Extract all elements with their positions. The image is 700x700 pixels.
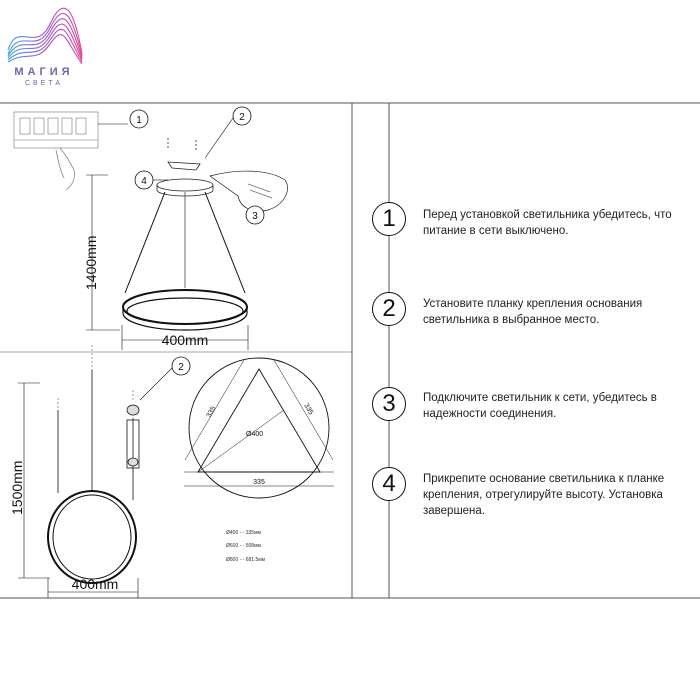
brand-subtitle: СВЕТА [24,80,64,87]
step-3-text: Подключите светильник к сети, убедитесь … [423,392,657,420]
callout-2 [232,106,252,126]
height-label-bottom: 1500mm [9,461,25,515]
step-1-number: 1 [372,202,406,236]
chord-label-right: 335 [302,403,314,417]
callout-2-bottom-label: 2 [178,362,184,373]
step-2-text: Установите планку крепления основания св… [423,298,643,326]
note-400: Ø400 - - 335мм [226,530,262,536]
width-label-bottom: 400mm [72,576,119,592]
mounting-bracket-icon [156,138,214,197]
ring-lamp-side [47,490,137,584]
callout-3 [245,205,265,225]
suspension-cables [124,191,246,294]
callout-4-label: 4 [141,176,147,187]
step-1-text: Перед установкой светильника убедитесь, … [423,209,672,237]
frame-lines [0,102,700,599]
mounting-template-diagram [184,357,334,499]
callout-1 [129,109,149,129]
step-3-number: 3 [372,387,406,421]
diameter-label: Ø400 [246,431,263,438]
height-label-top: 1400mm [83,236,99,290]
junction-box-icon [13,111,99,149]
hand-icon [55,147,75,191]
note-800: Ø800 - - 681.5мм [226,557,266,563]
brand-logo-icon [7,7,83,65]
dimension-lines-bottom [18,382,139,598]
chord-label-left: 335 [206,405,218,419]
step-4-text: Прикрепите основание светильника к планк… [423,473,665,517]
width-label-top: 400mm [162,332,209,348]
dimension-lines-top [86,174,249,350]
callout-3-label: 3 [252,211,258,222]
callout-1-label: 1 [136,115,142,126]
step-2-number: 2 [372,292,406,326]
chord-label-bottom: 335 [253,479,265,486]
callout-2-label: 2 [239,112,245,123]
connection-detail-icon [209,170,288,212]
bottom-suspension-cables [57,370,134,500]
step-4-number: 4 [372,467,406,501]
ring-lamp-top [122,289,248,331]
note-600: Ø600 - - 508мм [226,543,262,549]
canopy-icon [126,404,140,469]
callout-2-bottom [171,356,191,376]
mount-points-icon [57,345,134,410]
brand-name: МАГИЯ [14,66,74,78]
